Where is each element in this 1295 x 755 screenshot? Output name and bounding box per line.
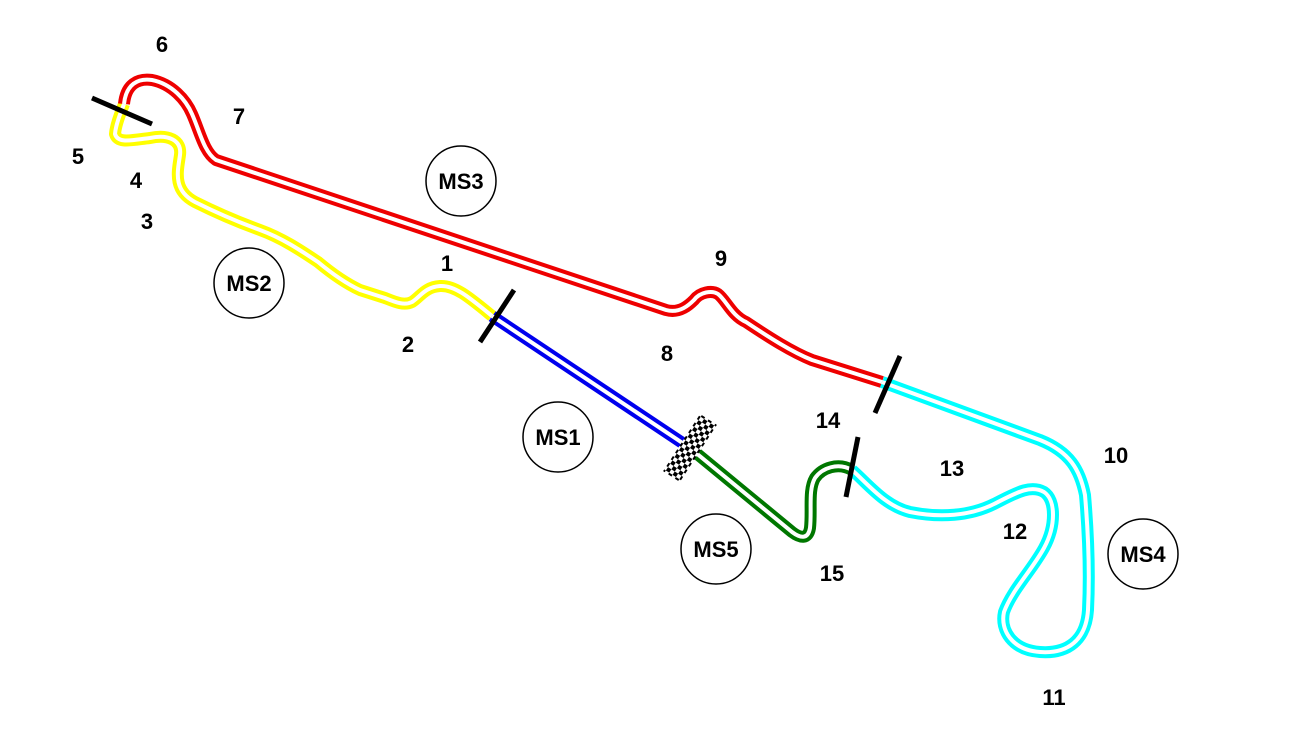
track-sector-ms2	[109, 101, 496, 321]
corner-number-5: 5	[72, 144, 84, 169]
track-sector-ms3	[118, 73, 884, 388]
sector-label-ms2: MS2	[226, 271, 271, 296]
track-sector-ms4	[847, 376, 1095, 659]
sector-marker-ms2-ms3	[91, 95, 153, 127]
sector-badge-ms2: MS2	[213, 247, 285, 319]
sector-label-ms5: MS5	[693, 537, 738, 562]
corner-number-8: 8	[661, 341, 673, 366]
sector-label-ms1: MS1	[535, 425, 580, 450]
sector-badge-ms3: MS3	[425, 145, 497, 217]
corner-number-7: 7	[233, 104, 245, 129]
sector-badge-ms5: MS5	[680, 513, 752, 585]
track-sector-ms1	[488, 311, 694, 453]
sector-marker-ms4-ms5	[843, 436, 861, 498]
track-sector-ms5	[686, 443, 855, 543]
corner-number-6: 6	[156, 32, 168, 57]
corner-number-2: 2	[402, 332, 414, 357]
corner-number-15: 15	[820, 561, 844, 586]
corner-number-11: 11	[1042, 685, 1065, 710]
start-finish-flag-icon	[663, 414, 717, 482]
corner-number-10: 10	[1104, 443, 1128, 468]
corner-number-1: 1	[441, 251, 453, 276]
corner-number-12: 12	[1003, 519, 1027, 544]
sector-marker-ms1-ms2	[477, 288, 517, 344]
sector-badge-ms4: MS4	[1107, 518, 1179, 590]
sector-label-ms3: MS3	[438, 169, 483, 194]
sector-label-ms4: MS4	[1120, 542, 1166, 567]
sector-marker-ms3-ms4	[872, 354, 903, 415]
corner-number-13: 13	[940, 456, 964, 481]
corner-number-9: 9	[715, 246, 727, 271]
sector-badge-ms1: MS1	[522, 401, 594, 473]
corner-number-4: 4	[130, 168, 143, 193]
corner-number-3: 3	[141, 209, 153, 234]
corner-number-14: 14	[816, 408, 841, 433]
